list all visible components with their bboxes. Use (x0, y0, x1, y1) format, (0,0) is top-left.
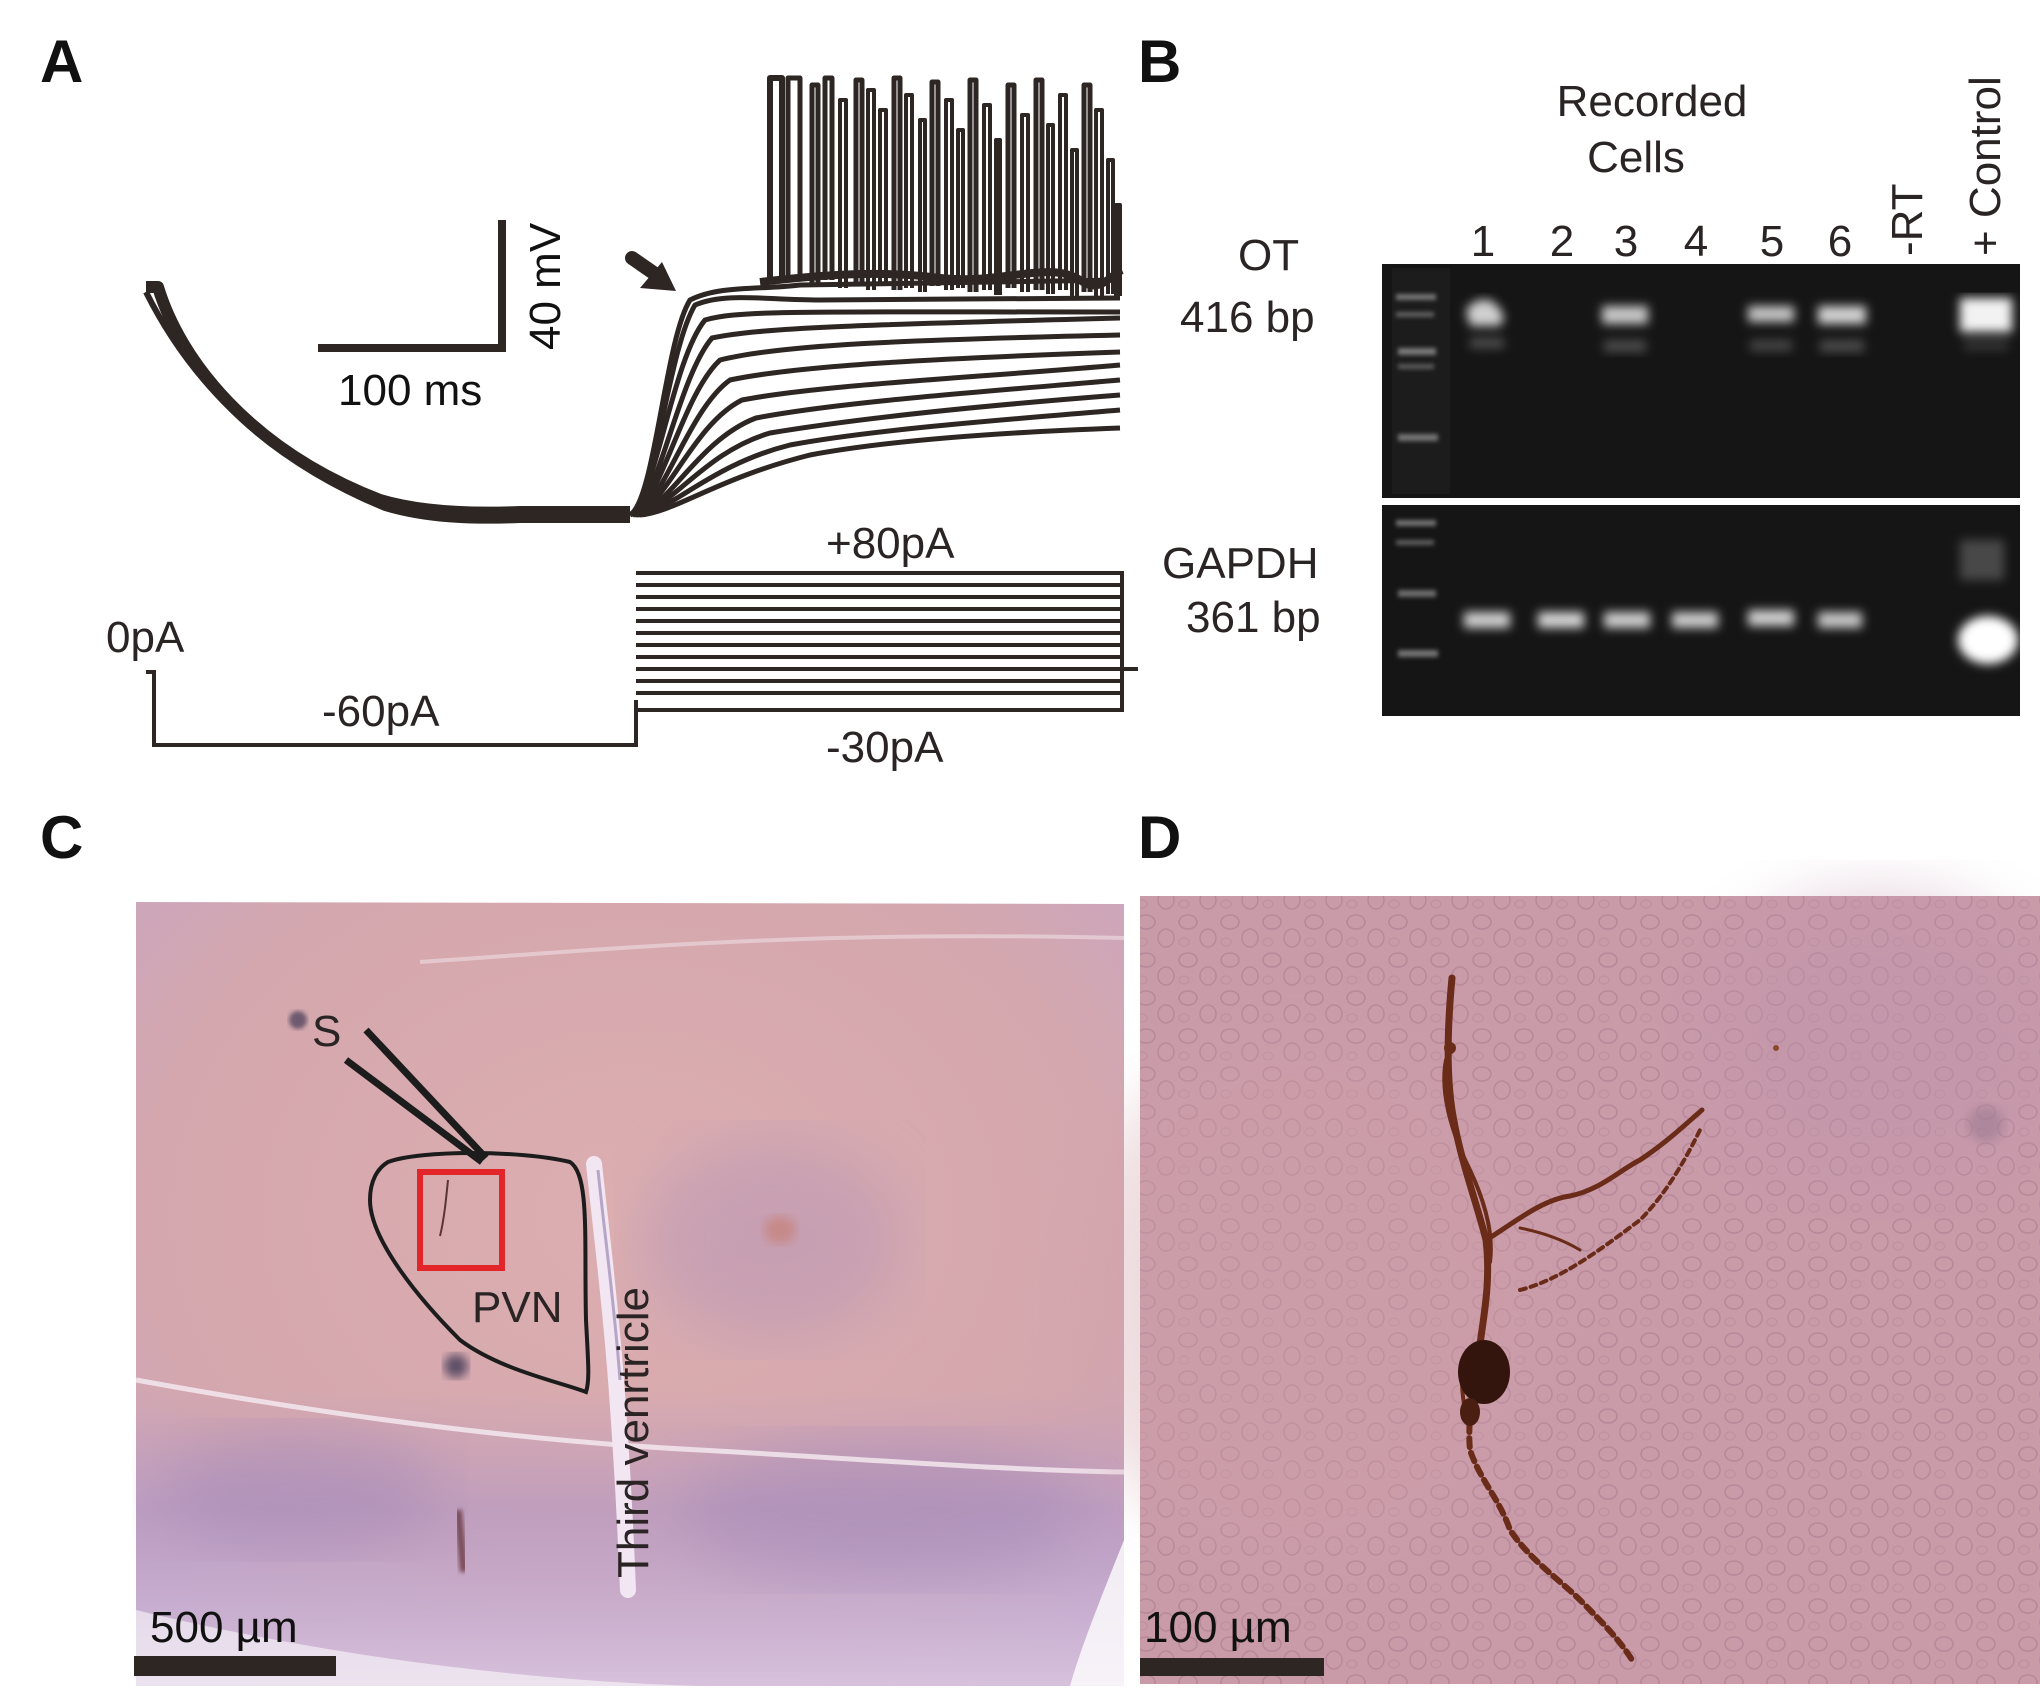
ot-name-label: OT (1238, 231, 1299, 280)
panel-a: A 100 ms 40 mV (40, 28, 1138, 772)
panel-d-micrograph (1060, 890, 2040, 1684)
current-label-zero: 0pA (106, 613, 185, 662)
gapdh-name-label: GAPDH (1162, 539, 1318, 588)
panel-d: D 100 µm (1060, 804, 2040, 1684)
panel-c-scale-bar (134, 1656, 336, 1676)
ot-gel (1382, 264, 2020, 498)
panel-b: B Recorded Cells 1 2 3 4 5 6 -RT + Contr… (1138, 28, 2020, 716)
voltage-scale-label: 40 mV (521, 222, 570, 350)
current-steps (146, 571, 1138, 747)
panel-d-letter: D (1138, 804, 1181, 871)
recorded-cells-title-1: Recorded (1557, 77, 1748, 126)
lane-label-1: 1 (1471, 217, 1495, 266)
stim-electrode (363, 1027, 489, 1161)
current-label-max: +80pA (826, 519, 955, 568)
panel-d-scale-label: 100 µm (1144, 1603, 1292, 1652)
voltage-traces (143, 75, 1124, 524)
arrow-icon (625, 251, 676, 291)
recorded-cells-title-2: Cells (1587, 133, 1685, 182)
third-ventricle-label: Third venrtricle (609, 1287, 658, 1578)
lane-label-4: 4 (1684, 217, 1708, 266)
ot-size-label: 416 bp (1180, 293, 1315, 342)
panel-c-letter: C (40, 804, 83, 871)
gapdh-gel (1382, 505, 2020, 716)
lane-label-6: 6 (1828, 217, 1852, 266)
lane-label-2: 2 (1550, 217, 1574, 266)
pvn-outline (367, 1151, 591, 1395)
time-scale-label: 100 ms (338, 366, 482, 415)
lane-label-5: 5 (1760, 217, 1784, 266)
lane-label-3: 3 (1614, 217, 1638, 266)
panel-c: C (40, 804, 1125, 1686)
lane-label-neg-control: -RT (1883, 183, 1932, 256)
stim-label: S (312, 1007, 341, 1056)
panel-c-micrograph (135, 902, 1125, 1686)
roi-box (417, 1169, 505, 1271)
panel-a-scale-bar: 100 ms 40 mV (318, 220, 570, 415)
gapdh-size-label: 361 bp (1186, 593, 1321, 642)
panel-c-scale-label: 500 µm (150, 1603, 298, 1652)
lane-label-pos-control: + Control (1961, 76, 2010, 256)
panel-d-scale-bar (1140, 1658, 1324, 1676)
pvn-label: PVN (472, 1283, 562, 1332)
current-label-min: -30pA (826, 723, 944, 772)
current-label-hyper: -60pA (322, 687, 440, 736)
panel-a-letter: A (40, 28, 83, 95)
panel-b-letter: B (1138, 28, 1181, 95)
